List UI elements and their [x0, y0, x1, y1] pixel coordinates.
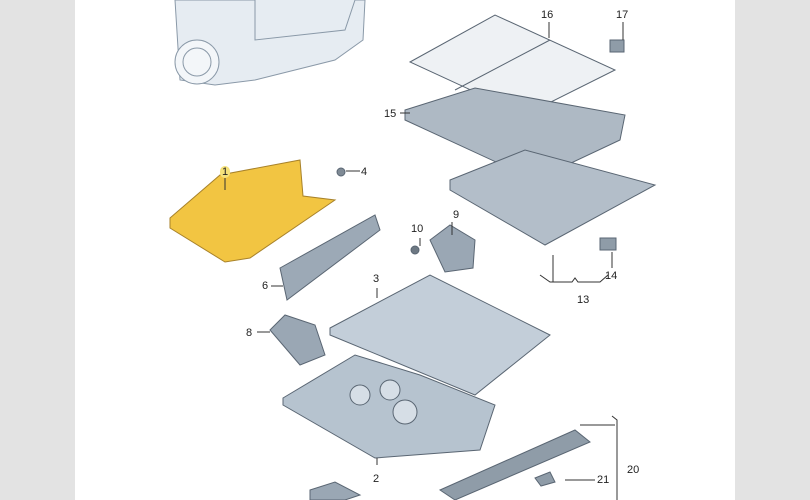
- part-14-handle[interactable]: [599, 237, 617, 251]
- diagram-artwork: [169, 0, 657, 500]
- part-3-floor-cover[interactable]: [329, 274, 551, 396]
- part-4-screw[interactable]: [336, 167, 346, 177]
- part-8-bracket[interactable]: [269, 314, 326, 366]
- part-13-floor-panel[interactable]: [449, 149, 657, 246]
- callout-13[interactable]: 13: [577, 294, 590, 306]
- part-20-loading-sill-trim[interactable]: [438, 429, 591, 500]
- part-6-trim-strip[interactable]: [279, 214, 381, 301]
- callout-16[interactable]: 16: [541, 9, 554, 21]
- part-21-clip[interactable]: [534, 471, 556, 487]
- parts-diagram: 16 17 15 1 4 9 10 14 13 6 3 8 2 20 21: [75, 0, 735, 500]
- callout-3[interactable]: 3: [373, 273, 380, 285]
- part-17-clip[interactable]: [609, 39, 625, 53]
- callout-20[interactable]: 20: [627, 464, 640, 476]
- leader-lines: [224, 22, 624, 500]
- callout-21[interactable]: 21: [597, 474, 610, 486]
- callout-9[interactable]: 9: [453, 209, 460, 221]
- callout-10[interactable]: 10: [411, 223, 424, 235]
- callout-14[interactable]: 14: [605, 270, 618, 282]
- callout-8[interactable]: 8: [246, 327, 253, 339]
- part-15-parcel-shelf[interactable]: [404, 87, 626, 181]
- callout-1[interactable]: 1: [220, 166, 231, 178]
- vehicle-reference-image: [174, 0, 366, 86]
- callout-2[interactable]: 2: [373, 473, 380, 485]
- callout-17[interactable]: 17: [616, 9, 629, 21]
- part-2-spare-wheel-well[interactable]: [282, 354, 496, 459]
- callout-6[interactable]: 6: [262, 280, 269, 292]
- callout-15[interactable]: 15: [384, 108, 397, 120]
- part-10-screw[interactable]: [410, 245, 420, 255]
- part-9-bracket[interactable]: [429, 224, 476, 273]
- part-1-highlighted-trim[interactable]: [169, 159, 337, 263]
- callout-4[interactable]: 4: [361, 166, 368, 178]
- part-bottom-tray[interactable]: [309, 481, 362, 500]
